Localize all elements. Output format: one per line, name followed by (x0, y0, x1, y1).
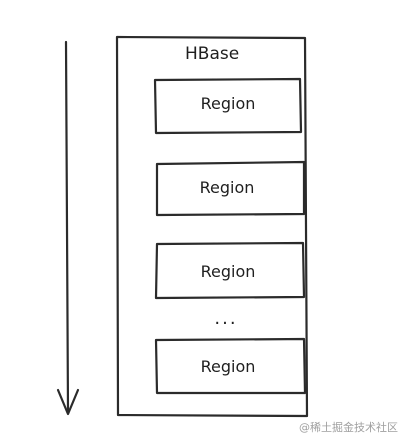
region-label: Region (200, 178, 255, 197)
region-box: Region (153, 77, 303, 135)
region-label: Region (201, 262, 256, 281)
region-label: Region (201, 357, 256, 376)
watermark: @稀土掘金技术社区 (299, 420, 398, 434)
more-regions-ellipsis: ... (214, 308, 237, 329)
arrow-head (56, 388, 80, 416)
vertical-arrow (56, 40, 80, 416)
region-box: Region (154, 337, 307, 395)
arrow-shaft (64, 40, 70, 414)
region-label: Region (201, 94, 256, 113)
hbase-title: HBase (185, 44, 239, 64)
region-box: Region (155, 160, 306, 217)
region-box: Region (154, 241, 306, 300)
hbase-container-border (115, 35, 309, 418)
hbase-container: HBase (115, 35, 309, 418)
region-box-border (153, 77, 303, 135)
region-box-border (155, 160, 306, 217)
region-box-border (154, 241, 306, 300)
region-box-border (154, 337, 307, 395)
